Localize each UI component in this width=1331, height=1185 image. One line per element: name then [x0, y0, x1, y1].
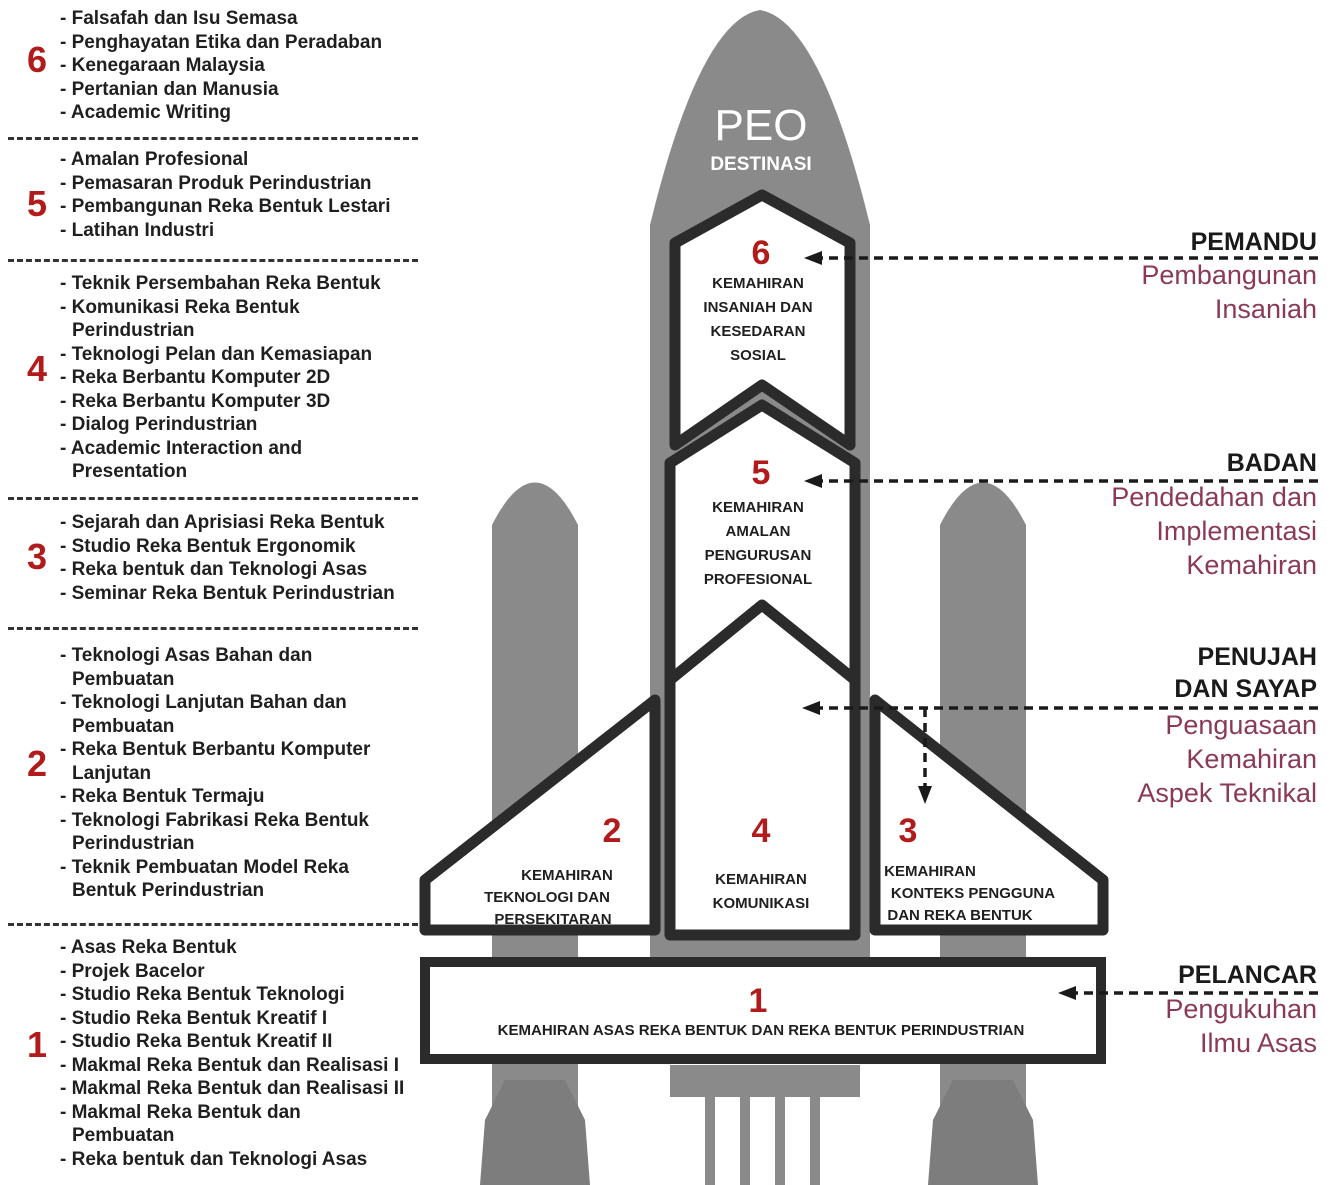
arrowhead-badan	[804, 474, 822, 488]
level-6-number: 6	[26, 39, 48, 80]
label-pelancar-subtitle: Pengukuhan Ilmu Asas	[1165, 994, 1317, 1058]
course-item: - Sejarah dan Aprisiasi Reka Bentuk	[60, 512, 385, 533]
module-5-label-line-2: AMALAN	[726, 523, 791, 540]
label-badan-subtitle: Pendedahan dan Implementasi Kemahiran	[1111, 482, 1317, 580]
module-5-label-line-3: PENGURUSAN	[705, 547, 812, 564]
course-item: - Reka Bentuk Termaju	[60, 786, 265, 807]
course-item: - Reka Bentuk Berbantu Komputer Lanjutan	[60, 739, 371, 784]
course-item: - Makmal Reka Bentuk dan Realisasi II	[60, 1078, 405, 1099]
module-1-label: KEMAHIRAN ASAS REKA BENTUK DAN REKA BENT…	[498, 1022, 1025, 1039]
module-6-label-line-2: INSANIAH DAN	[703, 299, 812, 316]
level-2-number: 2	[26, 743, 48, 784]
module-2-label-line-1: KEMAHIRAN	[521, 867, 613, 884]
module-6-number: 6	[752, 234, 771, 272]
separator-4-3	[8, 497, 418, 500]
level-6-course-list: - Falsafah dan Isu Semasa- Penghayatan E…	[60, 7, 460, 125]
module-1-frame	[420, 957, 1106, 1064]
level-2-course-list: - Teknologi Asas Bahan dan Pembuatan- Te…	[60, 644, 460, 903]
label-pelancar-title: PELANCAR	[1178, 961, 1317, 989]
peo-subtitle: DESTINASI	[710, 154, 811, 175]
course-item: - Amalan Profesional	[60, 149, 249, 170]
module-2-number: 2	[603, 812, 622, 850]
arrowhead-pemandu	[804, 251, 822, 265]
course-item: - Makmal Reka Bentuk dan Realisasi I	[60, 1054, 399, 1076]
course-item: - Komunikasi Reka Bentuk Perindustrian	[60, 296, 300, 342]
module-4-label-line-1: KEMAHIRAN	[715, 871, 807, 888]
course-item: - Teknologi Fabrikasi Reka Bentuk Perind…	[60, 809, 370, 855]
arrowhead-penujah	[802, 701, 820, 715]
label-pemandu-subtitle: Pembangunan Insaniah	[1141, 260, 1317, 324]
course-item: - Studio Reka Bentuk Kreatif II	[60, 1031, 333, 1052]
course-item: - Dialog Perindustrian	[60, 414, 258, 435]
course-item: - Academic Writing	[60, 102, 232, 123]
course-item: - Teknik Persembahan Reka Bentuk	[60, 273, 381, 294]
arrowhead-penujah-down	[918, 786, 932, 804]
label-penujah-title: PENUJAH DAN SAYAP	[1174, 643, 1317, 703]
level-4-course-list: - Teknik Persembahan Reka Bentuk- Komuni…	[60, 272, 460, 484]
level-1-number: 1	[26, 1024, 48, 1065]
wing-left-module-2	[419, 694, 661, 936]
module-6-label-line-4: SOSIAL	[730, 347, 786, 364]
course-item: - Kenegaraan Malaysia	[60, 55, 265, 76]
course-item: - Pertanian dan Manusia	[60, 78, 279, 100]
module-3-number: 3	[899, 812, 918, 850]
label-pemandu-title: PEMANDU	[1190, 228, 1317, 256]
module-3-label-line-2: KONTEKS PENGGUNA	[891, 885, 1055, 902]
module-6-label-line-1: KEMAHIRAN	[712, 275, 804, 292]
module-2-label-line-2: TEKNOLOGI DAN	[484, 889, 610, 906]
arrowhead-pelancar	[1058, 986, 1076, 1000]
level-3-number: 3	[26, 536, 48, 577]
level-5-number: 5	[26, 183, 48, 224]
module-6-label-line-3: KESEDARAN	[710, 323, 805, 340]
separator-6-5	[8, 137, 418, 140]
course-item: - Seminar Reka Bentuk Perindustrian	[60, 582, 395, 604]
wing-right-module-3	[869, 694, 1109, 936]
course-item: - Asas Reka Bentuk	[60, 937, 237, 958]
level-1-course-list: - Asas Reka Bentuk- Projek Bacelor- Stud…	[60, 936, 460, 1171]
module-5-label-line-1: KEMAHIRAN	[712, 499, 804, 516]
course-item: - Studio Reka Bentuk Teknologi	[60, 984, 345, 1005]
course-item: - Teknologi Pelan dan Kemasiapan	[60, 343, 373, 365]
course-item: - Teknik Pembuatan Model Reka Bentuk Per…	[60, 856, 349, 902]
module-3-label-line-1: KEMAHIRAN	[884, 863, 976, 880]
course-item: - Studio Reka Bentuk Kreatif I	[60, 1007, 328, 1029]
course-item: - Academic Interaction and Presentation	[60, 437, 303, 483]
label-badan-title: BADAN	[1226, 449, 1317, 477]
course-item: - Latihan Industri	[60, 219, 215, 241]
module-1-number: 1	[749, 982, 768, 1020]
course-item: - Reka bentuk dan Teknologi Asas	[60, 1148, 368, 1170]
course-item: - Studio Reka Bentuk Ergonomik	[60, 535, 356, 557]
course-item: - Falsafah dan Isu Semasa	[60, 8, 298, 29]
module-5-number: 5	[752, 454, 771, 492]
course-item: - Reka Berbantu Komputer 2D	[60, 367, 331, 388]
course-item: - Teknologi Asas Bahan dan Pembuatan	[60, 645, 313, 690]
module-3-label-line-3: DAN REKA BENTUK	[887, 907, 1032, 924]
separator-5-4	[8, 259, 418, 262]
peo-title: PEO	[715, 101, 808, 150]
course-item: - Teknologi Lanjutan Bahan dan Pembuatan	[60, 692, 347, 737]
level-3-course-list: - Sejarah dan Aprisiasi Reka Bentuk- Stu…	[60, 511, 460, 605]
module-5-frame	[664, 399, 861, 686]
course-item: - Pemasaran Produk Perindustrian	[60, 172, 372, 194]
separator-2-1	[8, 923, 418, 926]
course-item: - Pembangunan Reka Bentuk Lestari	[60, 196, 391, 217]
level-4-number: 4	[26, 348, 48, 389]
course-item: - Reka Berbantu Komputer 3D	[60, 390, 331, 412]
course-item: - Penghayatan Etika dan Peradaban	[60, 31, 383, 53]
course-item: - Projek Bacelor	[60, 960, 205, 982]
label-penujah-subtitle: Penguasaan Kemahiran Aspek Teknikal	[1137, 710, 1317, 808]
module-4-number: 4	[752, 812, 771, 850]
module-4-label-line-2: KOMUNIKASI	[713, 895, 810, 912]
course-item: - Makmal Reka Bentuk dan Pembuatan	[60, 1101, 301, 1147]
module-5-label-line-4: PROFESIONAL	[704, 571, 812, 588]
module-2-label-line-3: PERSEKITARAN	[494, 911, 611, 928]
level-5-course-list: - Amalan Profesional- Pemasaran Produk P…	[60, 148, 460, 242]
course-item: - Reka bentuk dan Teknologi Asas	[60, 559, 368, 580]
separator-3-2	[8, 627, 418, 630]
